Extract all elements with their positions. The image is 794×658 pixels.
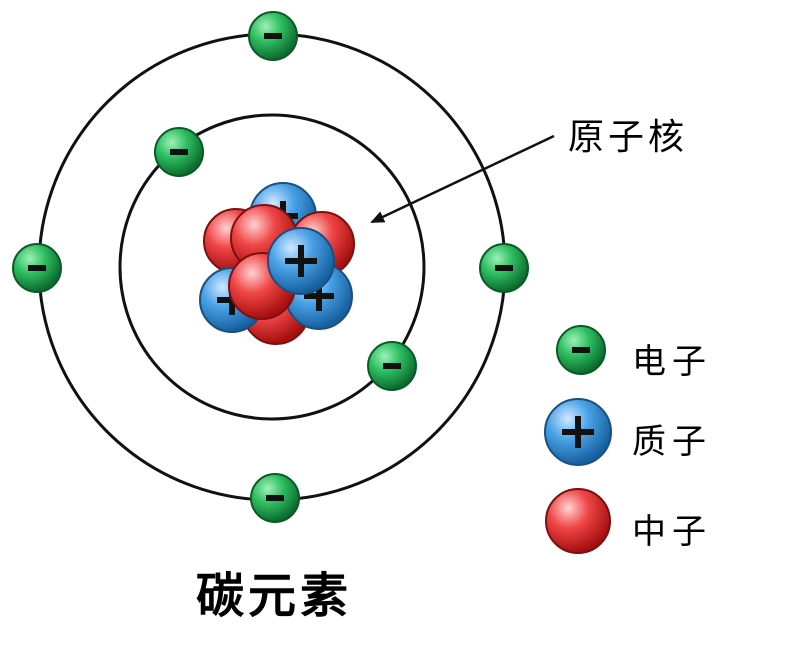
electron xyxy=(367,341,417,391)
electron xyxy=(154,127,204,177)
legend-neutron-label: 中子 xyxy=(632,512,712,552)
diagram-caption: 碳元素 xyxy=(196,568,353,624)
plus-icon xyxy=(562,416,594,448)
proton xyxy=(267,227,335,295)
electron xyxy=(479,243,529,293)
legend-proton-label: 质子 xyxy=(632,422,712,462)
electron xyxy=(12,243,62,293)
plus-icon xyxy=(285,245,317,277)
nucleus-label: 原子核 xyxy=(568,117,689,158)
legend-proton-swatch xyxy=(544,398,612,466)
legend-electron-label: 电子 xyxy=(632,342,712,382)
electron xyxy=(250,473,300,523)
nucleus xyxy=(199,182,355,345)
inner-orbit xyxy=(118,113,426,421)
legend-neutron-swatch xyxy=(545,488,611,554)
nucleus-pointer-arrow xyxy=(370,134,555,224)
legend-electron-swatch xyxy=(556,325,606,375)
electron xyxy=(248,11,298,61)
